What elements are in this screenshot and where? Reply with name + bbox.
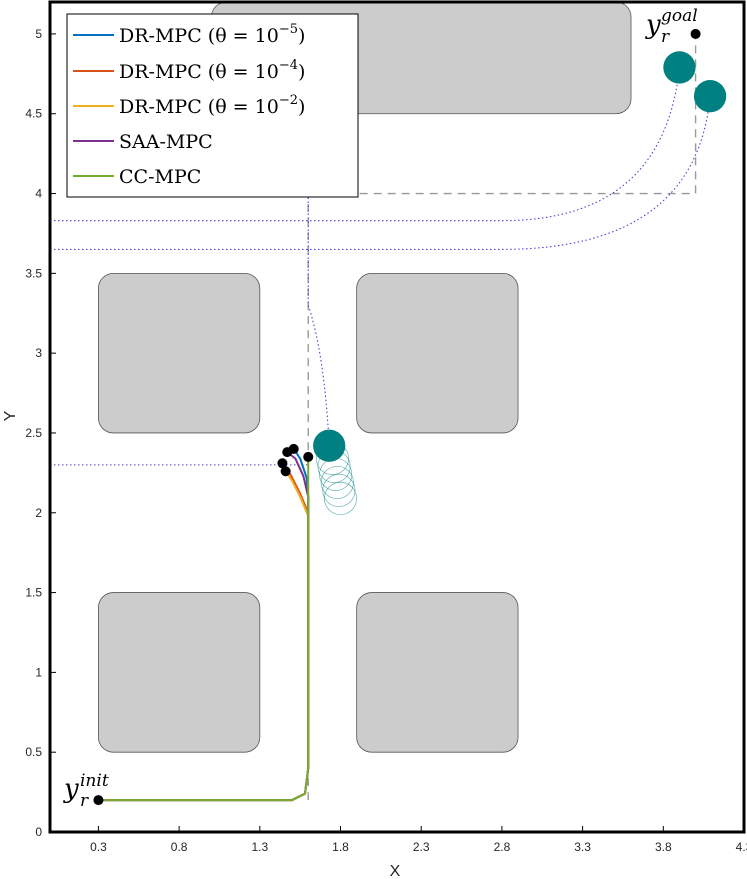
legend-label-cc: CC-MPC xyxy=(119,166,201,188)
robot-end-point-4 xyxy=(280,466,291,477)
y-tick-label-1: 0 xyxy=(35,825,42,839)
x-axis-label: X xyxy=(390,863,401,879)
y-tick-label-3: 1 xyxy=(35,665,42,679)
goal-point-marker xyxy=(690,28,701,39)
x-tick-label-5: 2.3 xyxy=(413,840,430,854)
predicted-path-4 xyxy=(307,185,330,446)
endpoint-layer xyxy=(277,443,314,477)
legend-box xyxy=(66,13,359,198)
reference-path-layer xyxy=(307,33,697,801)
init-annotation: y r init xyxy=(63,771,109,811)
x-tick-label-7: 3.3 xyxy=(574,840,591,854)
agent-1 xyxy=(313,429,346,462)
legend-label-saa: SAA-MPC xyxy=(119,131,213,153)
y-tick-label-7: 3 xyxy=(35,346,42,360)
init-annotation-sup: init xyxy=(80,771,109,791)
y-tick-label-10: 4.5 xyxy=(25,107,42,121)
robot-end-point-3 xyxy=(277,458,288,469)
y-tick-label-9: 4 xyxy=(35,187,42,201)
goal-annotation-sub: r xyxy=(661,27,670,47)
predicted-path-layer xyxy=(50,67,711,466)
legend-label-dr2: DR-MPC (θ = 10−2) xyxy=(119,93,305,118)
y-axis-label: Y xyxy=(2,410,19,421)
y-tick-label-5: 2 xyxy=(35,506,42,520)
robot-end-point-5 xyxy=(303,451,314,462)
predicted-path-3 xyxy=(50,96,711,250)
obstacle-5 xyxy=(356,592,519,753)
obstacle-2 xyxy=(98,272,261,434)
y-tick-label-6: 2.5 xyxy=(25,426,42,440)
x-tick-label-8: 3.8 xyxy=(655,840,672,854)
obstacle-3 xyxy=(356,272,519,434)
series-layer xyxy=(98,448,310,802)
goal-annotation-base: y xyxy=(645,10,661,40)
reference-path xyxy=(307,33,697,801)
y-tick-label-8: 3.5 xyxy=(25,266,42,280)
agent-1-history-3 xyxy=(320,465,354,499)
x-tick-label-4: 1.8 xyxy=(332,840,349,854)
plot-frame xyxy=(48,0,746,834)
goal-annotation: y r goal xyxy=(645,6,698,47)
x-ticks: 0.3 0.8 1.3 1.8 2.3 2.8 3.3 3.8 4.3 xyxy=(90,826,747,854)
y-tick-label-11: 5 xyxy=(35,27,42,41)
agent-1-history-1 xyxy=(324,481,358,515)
x-tick-label-3: 1.3 xyxy=(251,840,268,854)
y-tick-label-2: 0.5 xyxy=(25,745,42,759)
init-point-marker xyxy=(93,795,104,806)
agent-layer xyxy=(313,51,727,515)
x-tick-label-2: 0.8 xyxy=(171,840,188,854)
marker-layer xyxy=(93,28,701,806)
agent-1-history-2 xyxy=(322,473,356,507)
legend-label-dr4: DR-MPC (θ = 10−4) xyxy=(119,58,305,83)
robot-end-point-2 xyxy=(282,447,293,458)
agent-3 xyxy=(693,80,727,113)
series-line-5 xyxy=(98,456,310,802)
legend-label-dr5: DR-MPC (θ = 10−5) xyxy=(119,22,305,47)
obstacle-4 xyxy=(98,592,261,753)
legend: DR-MPC (θ = 10−5) DR-MPC (θ = 10−4) DR-M… xyxy=(66,13,359,198)
y-tick-label-4: 1.5 xyxy=(25,586,42,600)
init-annotation-base: y xyxy=(63,774,79,804)
y-ticks: 0 0.5 1 1.5 2 2.5 3 3.5 4 4.5 5 xyxy=(25,27,56,839)
x-tick-label-9: 4.3 xyxy=(736,840,747,854)
goal-annotation-sup: goal xyxy=(661,6,698,26)
init-annotation-sub: r xyxy=(80,791,89,811)
x-tick-label-1: 0.3 xyxy=(90,840,107,854)
x-tick-label-6: 2.8 xyxy=(494,840,511,854)
predicted-path-2 xyxy=(50,67,680,222)
agent-2 xyxy=(663,51,696,84)
